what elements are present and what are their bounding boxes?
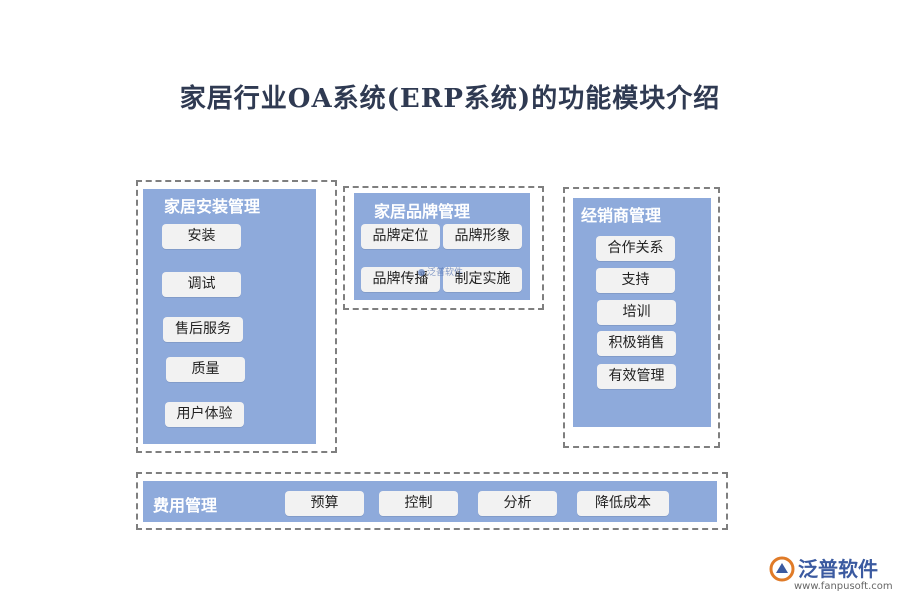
dealer-item-peixun: 培训 (597, 300, 676, 325)
install-item-anzhuang: 安装 (162, 224, 241, 249)
logo-name: 泛普软件 (798, 557, 878, 581)
cost-item-jiangdi: 降低成本 (577, 491, 669, 516)
brand-module-title: 家居品牌管理 (374, 202, 471, 221)
brand-item-dingwei: 品牌定位 (361, 224, 440, 249)
install-item-zhiliang: 质量 (166, 357, 245, 382)
install-item-tiaoshi: 调试 (162, 272, 241, 297)
cost-module-frame (136, 472, 728, 530)
dealer-item-zhichi: 支持 (596, 268, 675, 293)
dealer-item-youxiaoguanli: 有效管理 (597, 364, 676, 389)
dealer-item-hezuo: 合作关系 (596, 236, 675, 261)
fanpusoft-logo-icon (769, 556, 795, 582)
brand-module-panel: 家居品牌管理 品牌定位 品牌形象 品牌传播 制定实施 (354, 193, 530, 300)
logo-url: www.fanpusoft.com (794, 581, 893, 592)
brand-item-chuanbo: 品牌传播 (361, 267, 440, 292)
watermark-dot-icon (418, 269, 425, 276)
cost-module-title: 费用管理 (153, 496, 218, 515)
cost-item-kongzhi: 控制 (379, 491, 458, 516)
brand-item-shishi: 制定实施 (443, 267, 522, 292)
install-module-panel: 家居安装管理 安装 调试 售后服务 质量 用户体验 (143, 189, 316, 444)
watermark-small: 泛普软件 (418, 265, 463, 278)
cost-module-panel: 费用管理 预算 控制 分析 降低成本 (143, 481, 717, 522)
install-module-frame (136, 180, 337, 453)
install-module-title: 家居安装管理 (164, 197, 261, 216)
dealer-item-jijixiaoshou: 积极销售 (597, 331, 676, 356)
dealer-module-panel: 经销商管理 合作关系 支持 培训 积极销售 有效管理 (573, 198, 711, 427)
brand-item-xingxiang: 品牌形象 (443, 224, 522, 249)
fanpusoft-logo: 泛普软件 www.fanpusoft.com (768, 553, 894, 595)
cost-item-yusuan: 预算 (285, 491, 364, 516)
watermark-small-text: 泛普软件 (427, 268, 464, 278)
install-item-shouhou: 售后服务 (163, 317, 243, 342)
cost-item-fenxi: 分析 (478, 491, 557, 516)
dealer-module-frame (563, 187, 720, 448)
brand-module-frame (343, 186, 544, 310)
dealer-module-title: 经销商管理 (581, 206, 662, 225)
page-title: 家居行业OA系统(ERP系统)的功能模块介绍 (179, 84, 721, 114)
install-item-yonghutiyan: 用户体验 (165, 402, 244, 427)
